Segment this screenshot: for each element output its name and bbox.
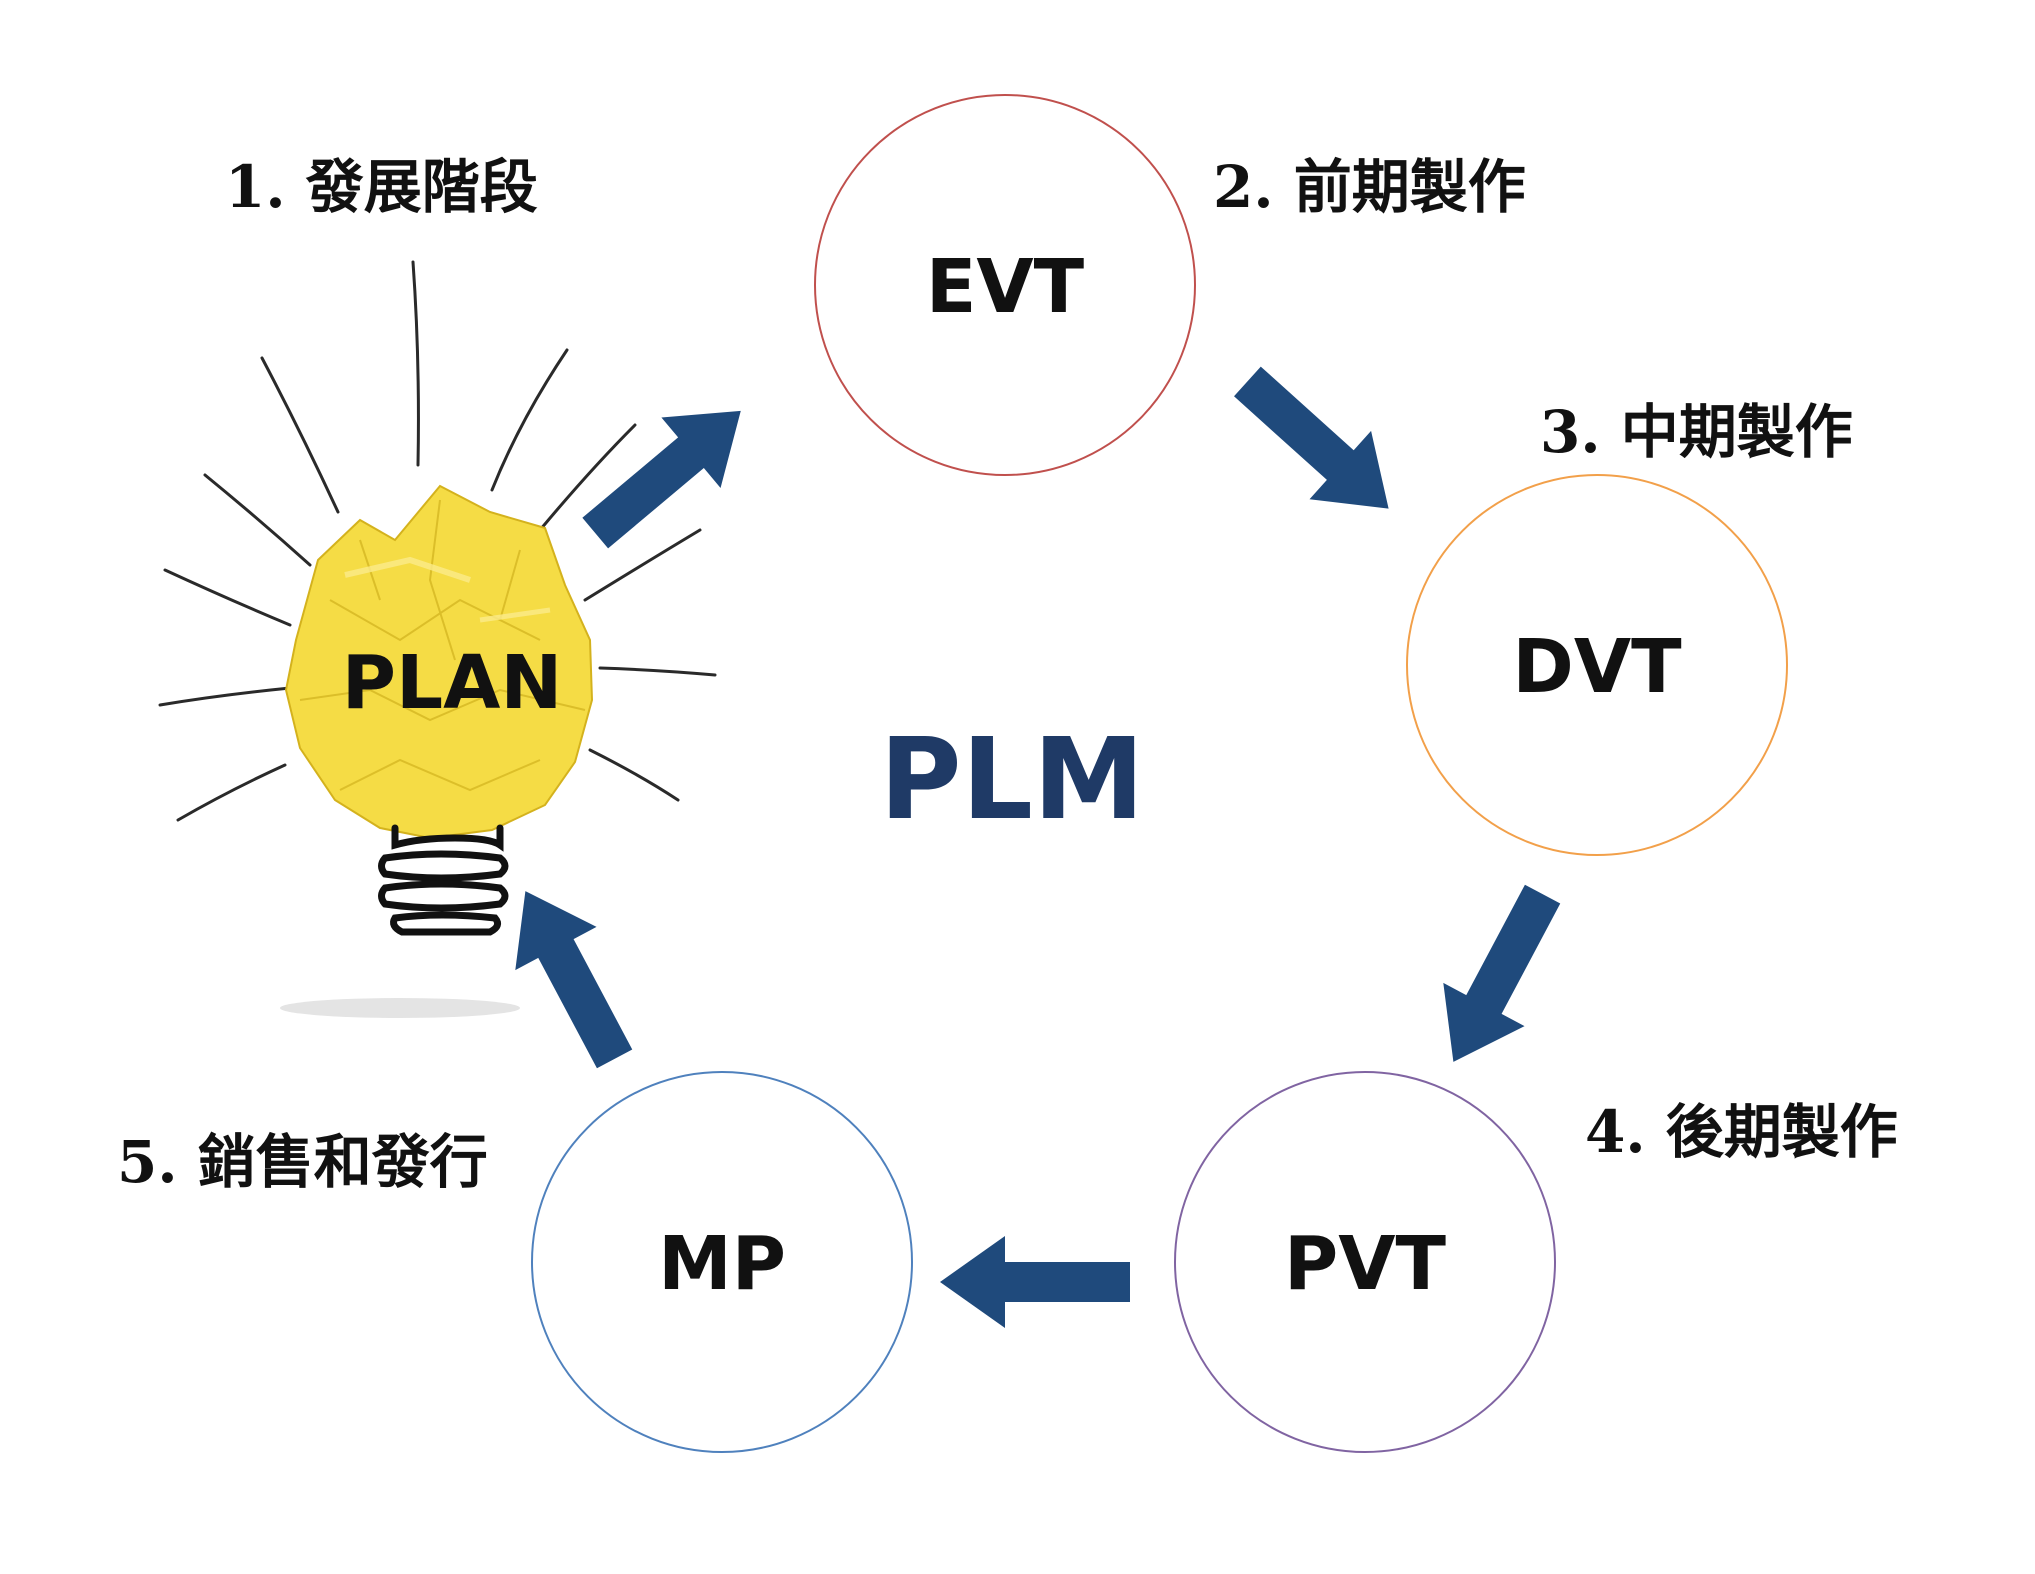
bulb-rays	[158, 260, 717, 822]
stage-label-5: 5. 銷售和發行	[117, 1128, 488, 1196]
stage-label-1: 1. 發展階段	[225, 153, 538, 221]
node-circle-evt	[814, 94, 1196, 476]
node-label-dvt: DVT	[1512, 624, 1682, 710]
arrow-dvt-to-pvt	[1412, 872, 1584, 1084]
arrow-plan-to-evt	[565, 375, 771, 569]
node-circle-dvt	[1406, 474, 1788, 856]
node-pvt: PVT	[1174, 1071, 1556, 1453]
node-evt: EVT	[814, 94, 1196, 476]
node-label-evt: EVT	[926, 244, 1085, 330]
crumpled-paper-lightbulb-icon: PLAN	[158, 260, 717, 1018]
arrow-evt-to-dvt	[1216, 347, 1420, 543]
node-label-mp: MP	[658, 1221, 786, 1307]
arrow-pvt-to-mp	[940, 1236, 1130, 1328]
node-circle-pvt	[1174, 1071, 1556, 1453]
node-label-plan: PLAN	[342, 640, 563, 726]
node-label-pvt: PVT	[1284, 1221, 1447, 1307]
bulb-screw-base	[378, 824, 509, 936]
stage-label-2: 2. 前期製作	[1213, 153, 1526, 221]
node-dvt: DVT	[1406, 474, 1788, 856]
stage-label-4: 4. 後期製作	[1585, 1098, 1898, 1166]
arrow-mp-to-plan	[484, 869, 656, 1081]
center-title: PLM	[880, 715, 1145, 845]
stage-label-3: 3. 中期製作	[1540, 398, 1853, 466]
node-circle-mp	[531, 1071, 913, 1453]
node-mp: MP	[531, 1071, 913, 1453]
crumpled-paper	[284, 484, 594, 840]
